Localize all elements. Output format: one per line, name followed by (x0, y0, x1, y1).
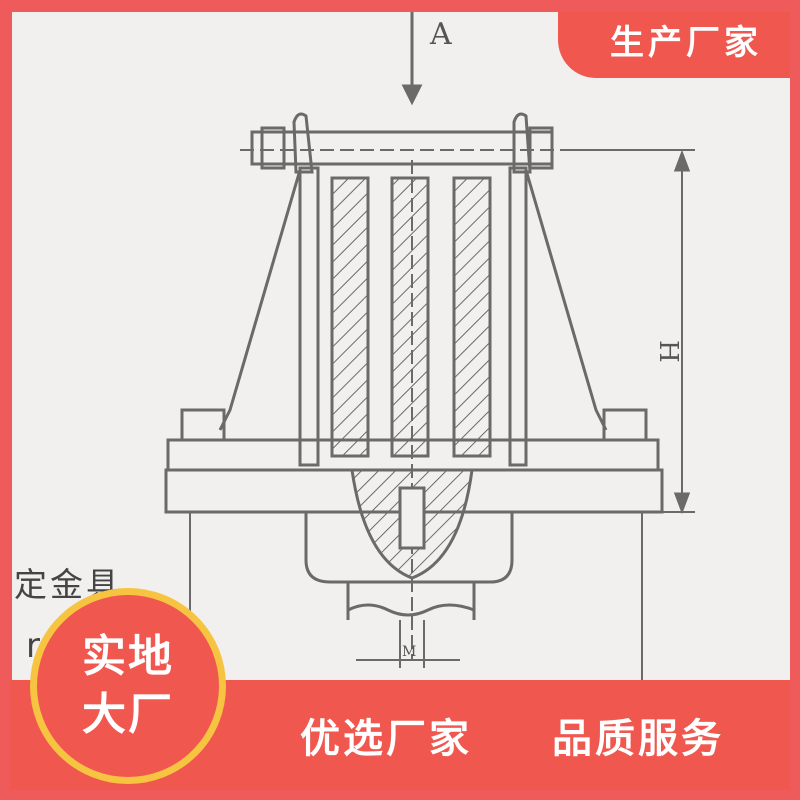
conductor-bar-3 (452, 176, 492, 458)
left-nut (260, 126, 286, 170)
insulator-break (347, 603, 475, 617)
circle-badge: 实地 大厂 (30, 588, 226, 784)
right-inner-wall (508, 166, 528, 467)
dim-h-arrow-top (673, 149, 691, 172)
right-ear (512, 112, 532, 174)
dimension-h-label: H (653, 340, 683, 363)
top-right-badge: 生产厂家 (558, 0, 800, 78)
left-ear (292, 112, 314, 174)
insulator-cap (304, 512, 514, 584)
conductor-bar-2 (390, 176, 430, 458)
view-arrow-head (401, 84, 423, 106)
bottom-left-slogan: 优选厂家 (300, 716, 472, 762)
dimension-m-label: M (402, 644, 416, 660)
left-inner-wall (298, 166, 320, 467)
left-leg (218, 169, 302, 431)
clamp-bar (250, 130, 554, 166)
right-nut (528, 126, 554, 170)
circle-badge-line-1: 实地 (82, 631, 174, 682)
dim-h-arrow-bottom (673, 492, 691, 515)
view-label: A (429, 17, 452, 52)
conductor-bar-1 (330, 176, 370, 458)
threaded-hole (398, 486, 426, 550)
right-base-bolt (602, 408, 648, 442)
right-leg (524, 169, 608, 431)
bottom-right-slogan: 品质服务 (552, 716, 724, 762)
circle-badge-line-2: 大厂 (82, 689, 174, 740)
left-base-bolt (180, 408, 226, 442)
